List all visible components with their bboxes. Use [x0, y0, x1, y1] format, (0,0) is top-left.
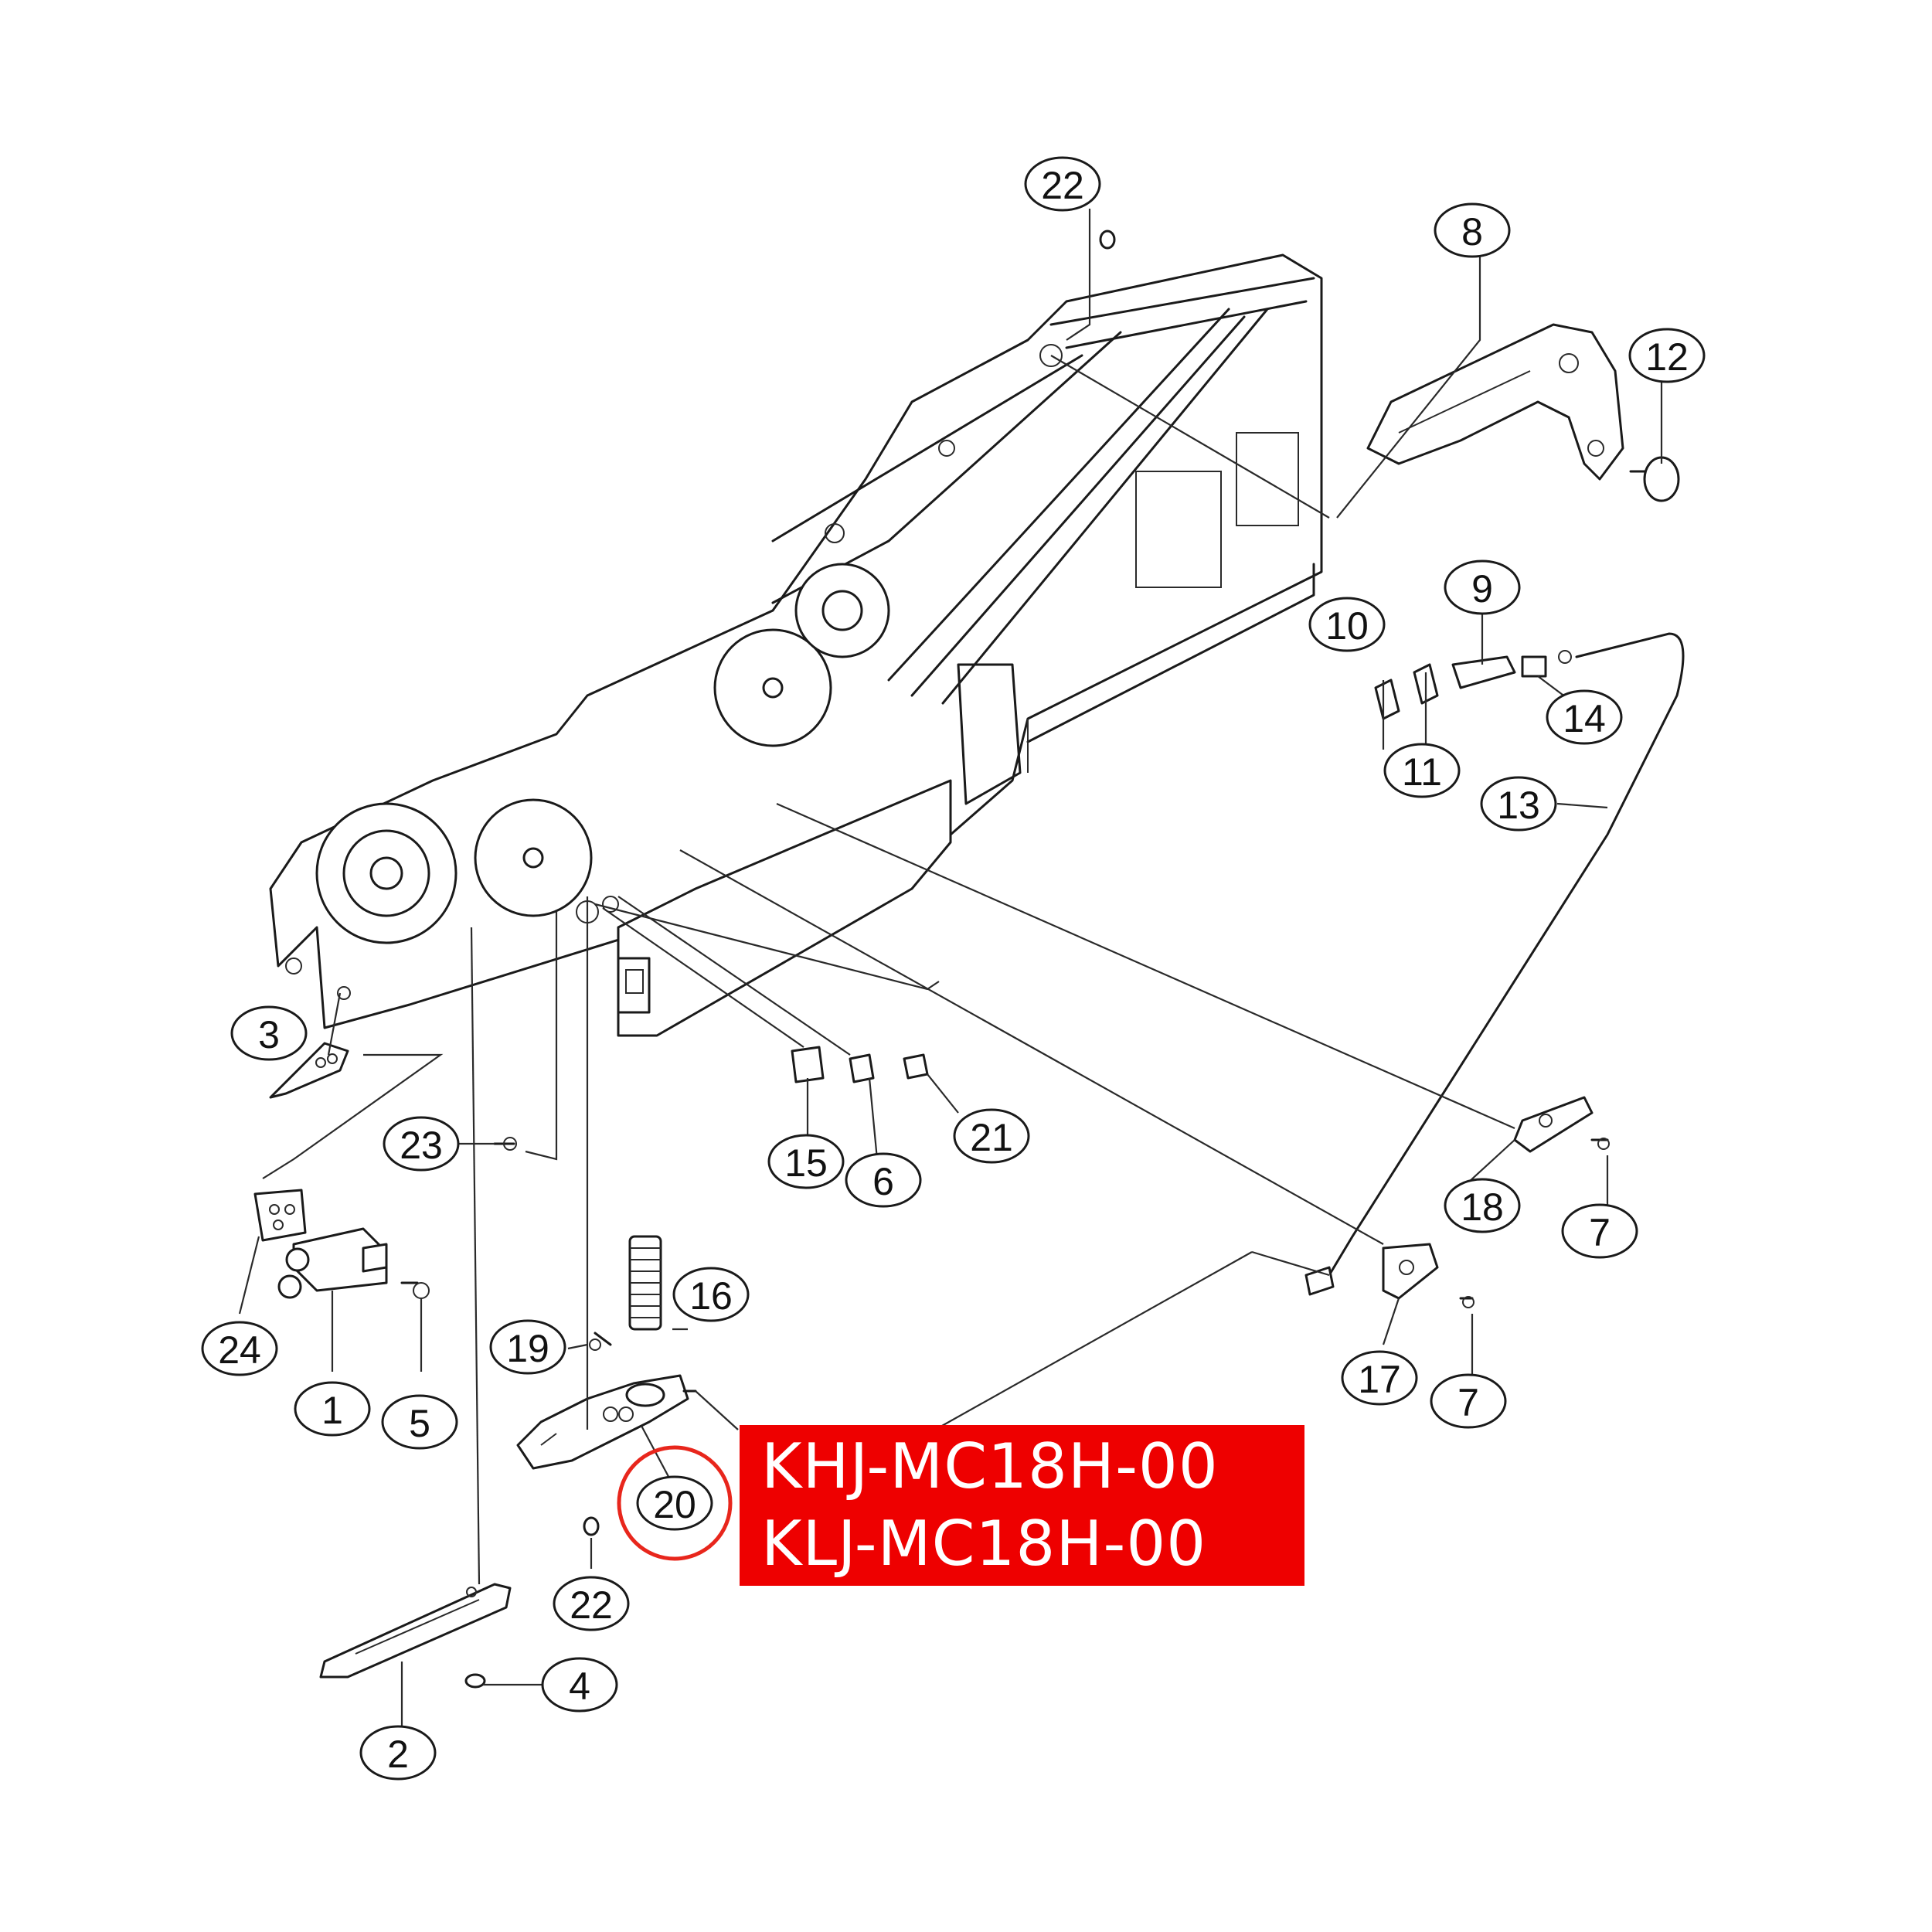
callout-11: 11	[1383, 743, 1461, 798]
callout-12-label: 12	[1645, 335, 1689, 379]
callout-19: 19	[489, 1319, 566, 1375]
bottom-parts	[319, 230, 1116, 1689]
lever-part-20	[516, 1332, 697, 1470]
callout-22-bottom-label: 22	[570, 1583, 613, 1627]
callout-2-label: 2	[387, 1733, 409, 1776]
highlight-ring	[617, 1445, 733, 1561]
callout-23: 23	[383, 1116, 460, 1172]
callout-20: 20	[636, 1475, 713, 1531]
callout-10-label: 10	[1325, 604, 1369, 648]
part-code-klj: KLJ-MC18H-00	[761, 1508, 1207, 1580]
callout-16-label: 16	[689, 1274, 733, 1318]
callout-6: 6	[845, 1152, 922, 1208]
part-code-banner: KHJ-MC18H-00 KLJ-MC18H-00	[740, 1425, 1304, 1586]
callout-10: 10	[1308, 597, 1386, 652]
callout-3-label: 3	[258, 1013, 280, 1056]
callout-14-label: 14	[1563, 697, 1606, 740]
callout-14: 14	[1546, 689, 1623, 745]
callout-24-label: 24	[218, 1328, 261, 1372]
callout-15-label: 15	[784, 1141, 828, 1185]
callout-7-upper: 7	[1561, 1203, 1638, 1259]
callout-18-label: 18	[1461, 1185, 1504, 1229]
callout-15: 15	[767, 1134, 845, 1189]
callout-21-label: 21	[970, 1116, 1013, 1159]
callout-4: 4	[541, 1657, 618, 1713]
callout-23-label: 23	[400, 1124, 443, 1167]
callout-6-label: 6	[872, 1160, 894, 1203]
callout-2: 2	[359, 1725, 437, 1781]
feeder-frame	[269, 253, 1323, 1037]
spring-rod-13	[1328, 632, 1685, 1277]
callout-7-upper-label: 7	[1589, 1211, 1611, 1254]
spring-16	[628, 1235, 662, 1331]
callout-19-label: 19	[506, 1327, 549, 1370]
left-parts	[253, 1042, 517, 1299]
callout-13: 13	[1480, 776, 1557, 832]
callout-16: 16	[672, 1267, 750, 1322]
callout-1: 1	[294, 1381, 371, 1437]
callout-7-lower: 7	[1430, 1373, 1507, 1429]
callout-20-label: 20	[653, 1483, 696, 1526]
callout-22-top-label: 22	[1041, 164, 1084, 207]
knob-12	[1629, 456, 1680, 502]
callout-22-top: 22	[1024, 156, 1101, 212]
callout-18: 18	[1444, 1178, 1521, 1233]
leader-lines	[238, 209, 1663, 1739]
callout-21: 21	[953, 1108, 1030, 1164]
callout-13-label: 13	[1497, 784, 1540, 827]
latch-parts	[1374, 650, 1572, 720]
callout-4-label: 4	[569, 1665, 590, 1708]
callout-8-label: 8	[1461, 210, 1483, 253]
callout-12: 12	[1628, 328, 1706, 383]
callout-7-lower-label: 7	[1458, 1381, 1479, 1424]
callout-9-label: 9	[1471, 567, 1493, 611]
callout-3: 3	[230, 1005, 308, 1061]
callout-22-bottom: 22	[553, 1576, 630, 1631]
callout-9: 9	[1444, 560, 1521, 615]
handle-lever	[1366, 323, 1624, 481]
brackets	[1382, 1096, 1610, 1308]
part-code-khj: KHJ-MC18H-00	[761, 1430, 1219, 1502]
callout-11-label: 11	[1402, 750, 1442, 794]
callout-24: 24	[201, 1321, 278, 1376]
callout-5-label: 5	[409, 1402, 430, 1445]
callout-17-label: 17	[1358, 1358, 1401, 1401]
pins	[791, 1046, 929, 1083]
callout-17: 17	[1341, 1350, 1418, 1406]
callout-1-label: 1	[321, 1389, 343, 1432]
callout-5: 5	[381, 1394, 458, 1450]
callout-8: 8	[1434, 202, 1511, 258]
